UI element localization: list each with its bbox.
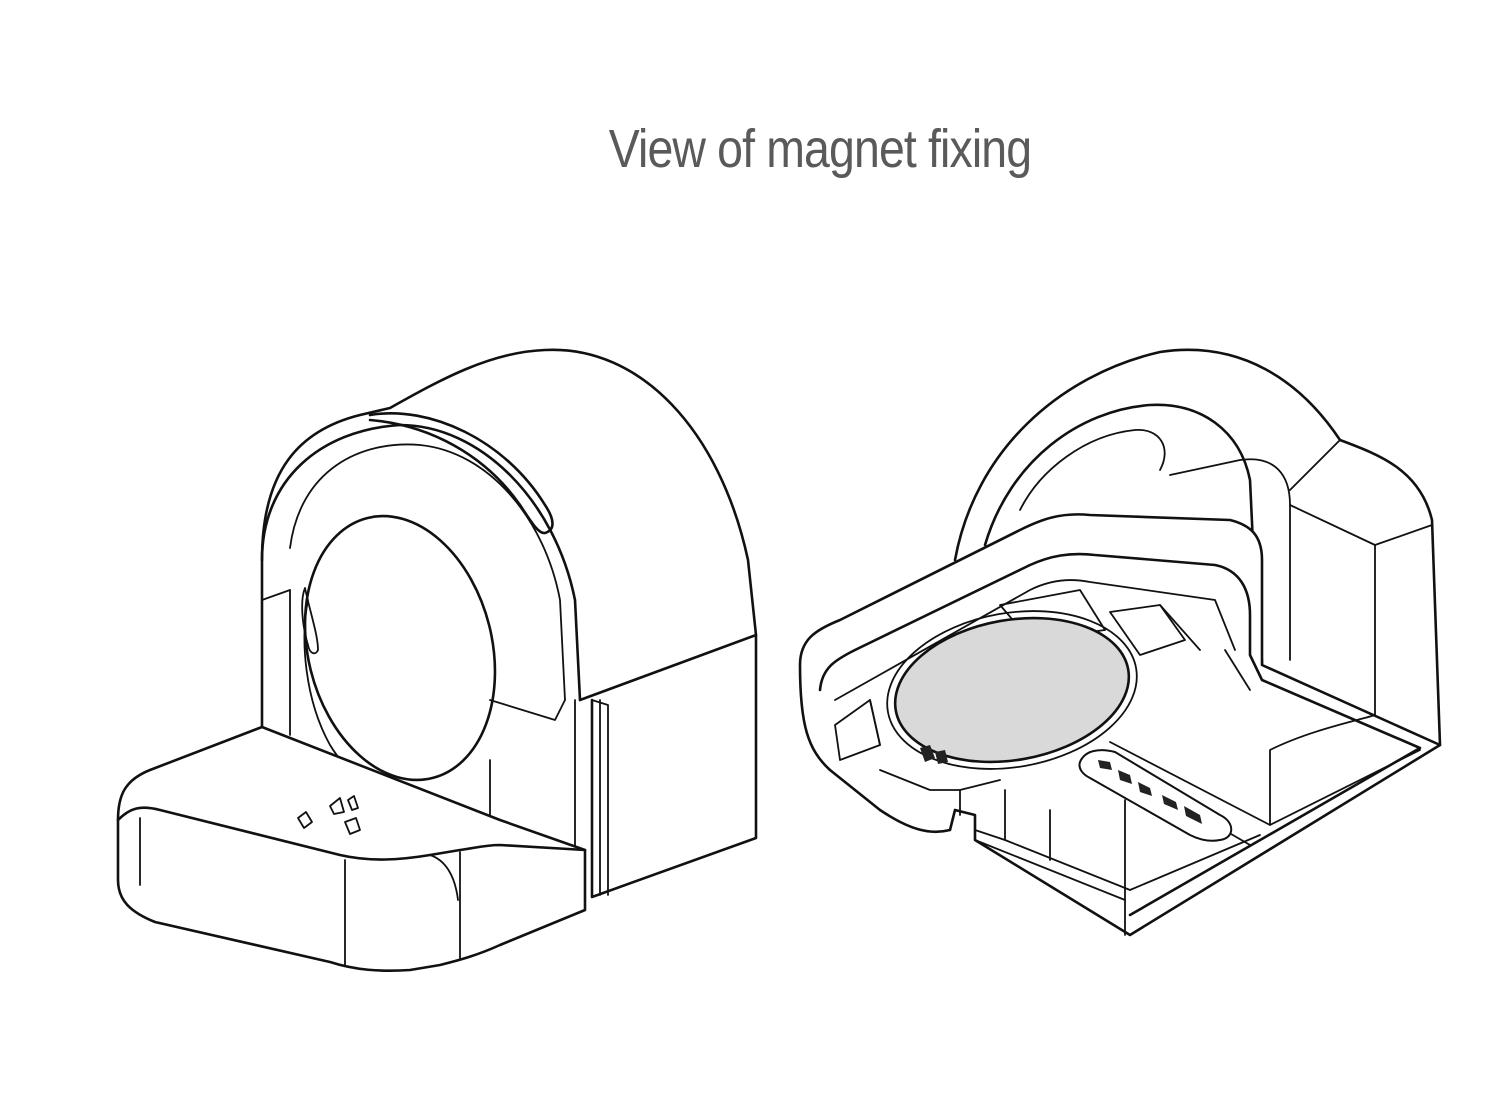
underside-view-housing (798, 348, 1442, 937)
magnet-disc (893, 616, 1131, 764)
diagram-title: View of magnet fixing (608, 119, 1032, 179)
front-view-housing (116, 348, 758, 973)
